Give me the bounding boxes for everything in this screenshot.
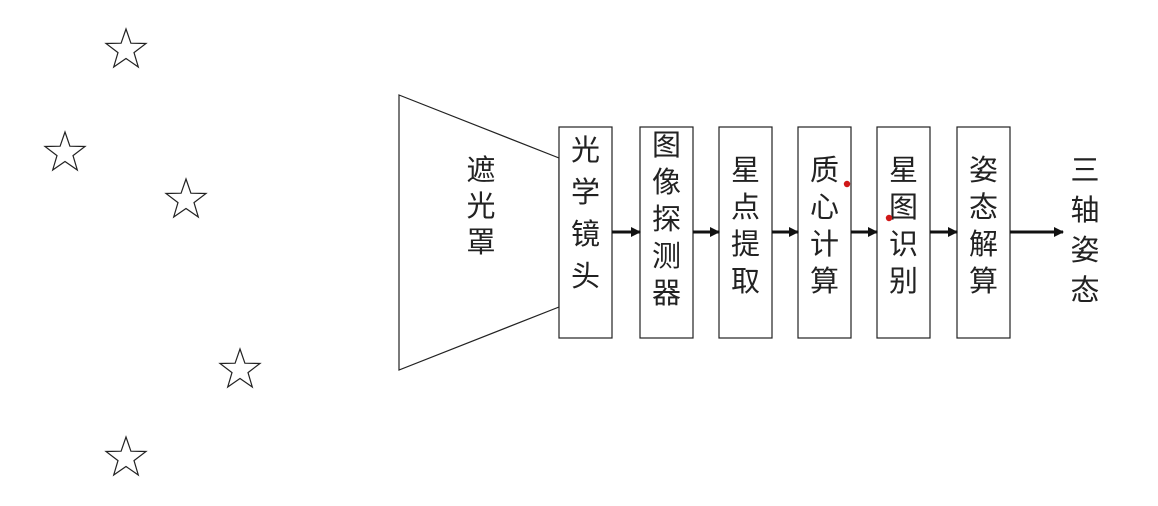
box-outline xyxy=(718,126,773,339)
label-char: 点 xyxy=(731,190,760,224)
output-label: 三轴姿态 xyxy=(1070,153,1099,307)
label-char: 心 xyxy=(810,190,839,224)
label-char: 头 xyxy=(571,259,600,293)
box-label: 光学镜头 xyxy=(571,133,600,293)
box-label: 星点提取 xyxy=(731,153,760,298)
label-char: 光 xyxy=(571,133,600,167)
label-char: 学 xyxy=(571,175,600,209)
label-char: 别 xyxy=(889,264,918,298)
label-char: 像 xyxy=(652,165,681,199)
label-char: 姿 xyxy=(969,153,998,187)
label-char: 算 xyxy=(969,264,998,298)
output-three-axis-attitude: 三轴姿态 xyxy=(1070,153,1099,307)
label-char: 态 xyxy=(969,190,998,224)
label-char: 器 xyxy=(652,276,681,310)
label-char: 姿 xyxy=(1070,233,1099,267)
label-char: 遮 xyxy=(466,153,495,187)
label-char: 测 xyxy=(652,239,681,273)
label-char: 质 xyxy=(810,153,839,187)
star-field xyxy=(44,28,261,476)
label-char: 图 xyxy=(652,128,681,162)
label-char: 图 xyxy=(889,190,918,224)
label-char: 轴 xyxy=(1070,193,1099,227)
label-char: 算 xyxy=(810,264,839,298)
star-icon xyxy=(44,131,86,171)
process-box-star-extraction: 星点提取 xyxy=(718,126,773,339)
process-box-star-identification: 星图识别 xyxy=(876,126,931,339)
label-char: 态 xyxy=(1070,273,1099,307)
box-label: 质心计算 xyxy=(810,153,839,298)
label-char: 识 xyxy=(889,227,918,261)
box-label: 星图识别 xyxy=(889,153,918,298)
hood-label: 遮光罩 xyxy=(466,153,495,259)
star-icon xyxy=(165,178,207,218)
star-icon xyxy=(105,436,147,476)
label-char: 计 xyxy=(810,227,839,261)
label-char: 探 xyxy=(652,202,681,236)
marker-dot xyxy=(843,180,851,188)
label-char: 镜 xyxy=(571,217,600,251)
box-outline xyxy=(797,126,852,339)
star-icon xyxy=(219,348,261,388)
box-label: 姿态解算 xyxy=(969,153,998,298)
process-box-image-detector: 图像探测器 xyxy=(639,126,694,339)
label-char: 三 xyxy=(1070,153,1099,187)
star-icon xyxy=(105,28,147,68)
label-char: 光 xyxy=(466,189,495,223)
marker-dot xyxy=(885,214,893,222)
label-char: 取 xyxy=(731,264,760,298)
box-outline xyxy=(639,126,694,339)
label-char: 解 xyxy=(969,227,998,261)
process-box-optical-lens: 光学镜头 xyxy=(558,126,613,339)
process-box-centroid-calc: 质心计算 xyxy=(797,126,852,339)
box-label: 图像探测器 xyxy=(652,128,681,310)
label-char: 星 xyxy=(731,153,760,187)
process-box-attitude-solution: 姿态解算 xyxy=(956,126,1011,339)
light-hood: 遮光罩 xyxy=(398,94,560,371)
label-char: 提 xyxy=(731,227,760,261)
label-char: 罩 xyxy=(466,225,495,259)
box-outline xyxy=(876,126,931,339)
box-outline xyxy=(956,126,1011,339)
label-char: 星 xyxy=(889,153,918,187)
